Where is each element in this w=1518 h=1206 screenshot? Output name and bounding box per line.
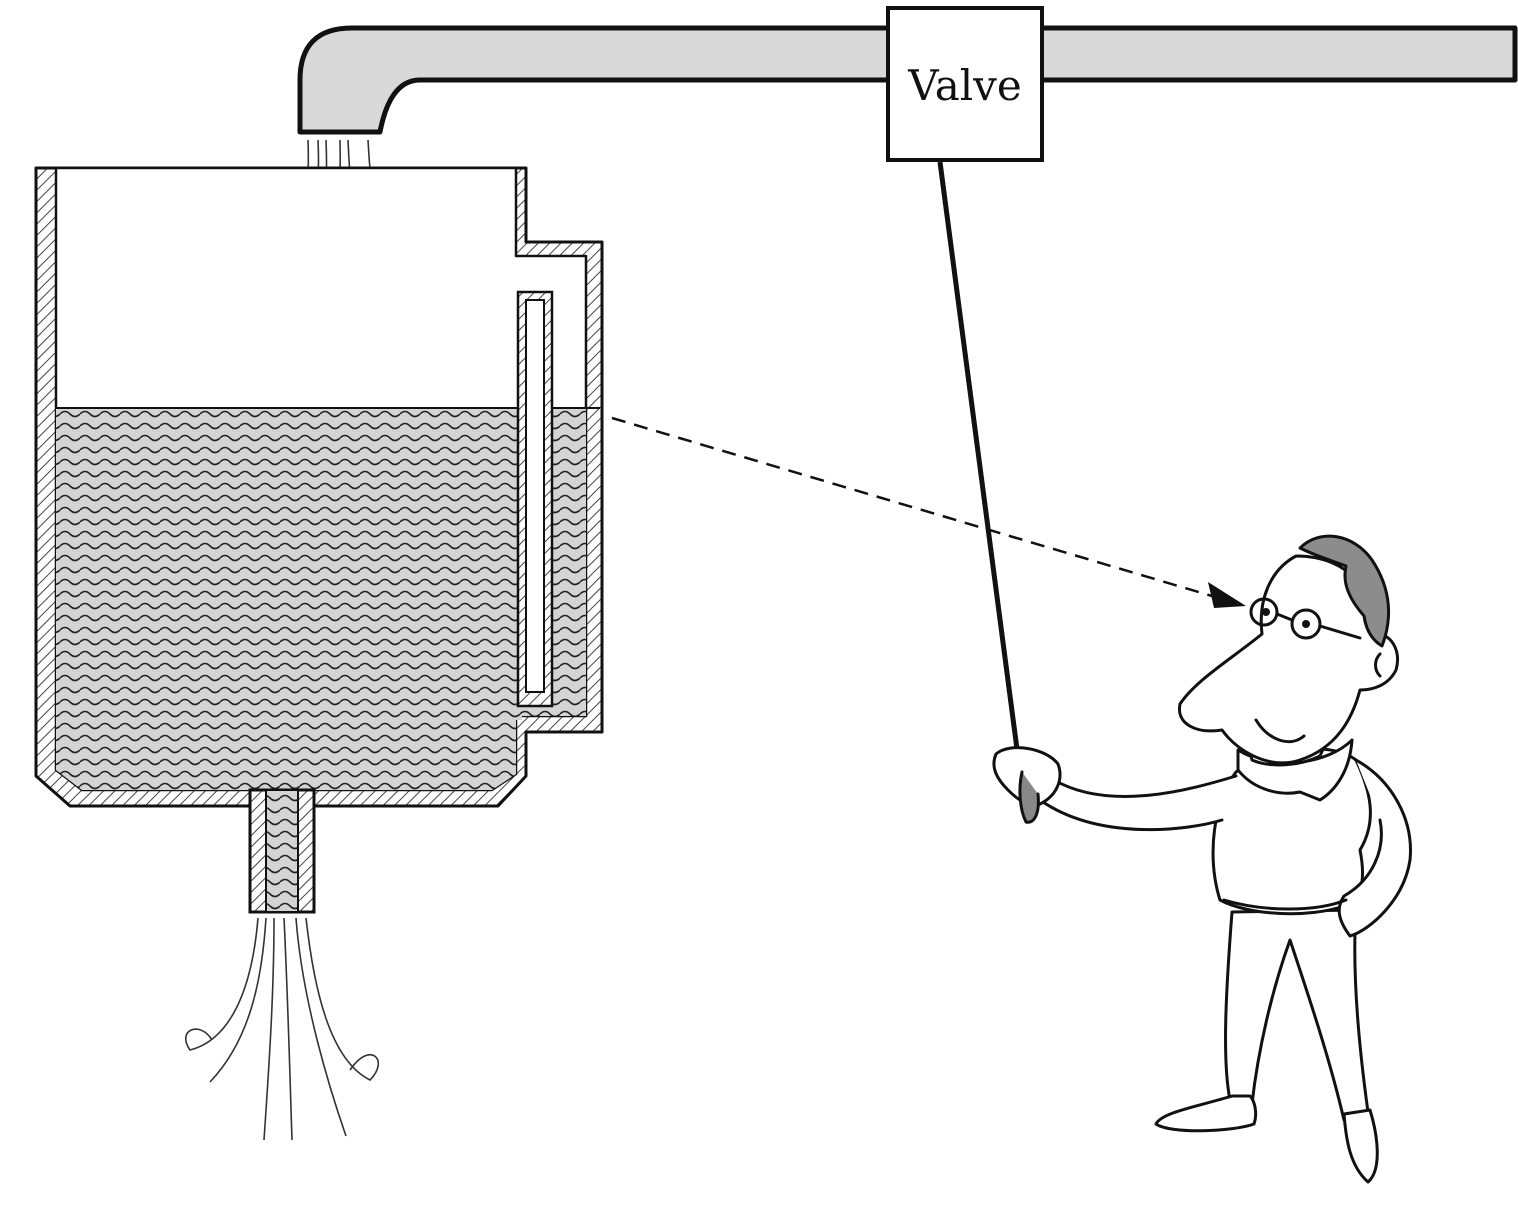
valve-label: Valve — [907, 61, 1022, 110]
sight-line — [611, 416, 1246, 608]
valve-control-rod[interactable] — [937, 161, 1023, 773]
level-gauge — [516, 290, 554, 708]
valve[interactable]: Valve — [886, 6, 1044, 162]
outflow-stream — [184, 917, 380, 1141]
tank — [34, 166, 604, 808]
person-looking-at-gauge-icon — [992, 534, 1412, 1184]
outlet-pipe — [248, 788, 316, 914]
arrowhead-icon — [1208, 582, 1246, 608]
